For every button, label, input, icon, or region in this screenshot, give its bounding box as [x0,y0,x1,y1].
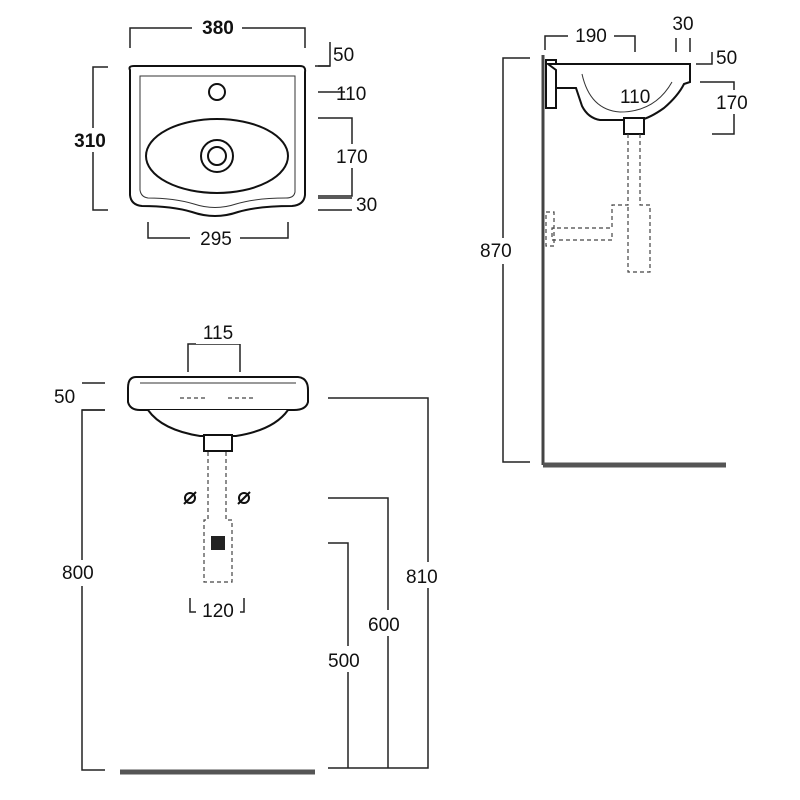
trap-wall-connector [545,211,555,247]
dim-projection: 190 [575,26,607,47]
dim-trap-width: 120 [202,601,234,622]
waste-outlet-front [203,434,233,452]
label-bg [334,144,376,168]
dim-tap-offset: 50 [333,45,354,66]
dim-line-500 [328,542,349,768]
label-bg [196,598,240,622]
dim-height-to-rim: 870 [480,241,512,262]
basin-front-bowl [147,409,289,437]
dim-bowl-offset: 110 [620,87,650,108]
dim-rim-height-side: 50 [716,48,737,69]
dim-rim-height-front: 50 [54,387,75,408]
supply-valve-left [183,491,197,505]
label-bg [60,560,106,586]
waste-outlet-side [623,117,645,135]
basin-front-rim [127,376,309,411]
label-bg [366,610,410,636]
dim-waste-width: 115 [203,323,233,344]
drain-outer [200,139,234,173]
label-bg [196,320,242,344]
dim-bowl-width: 295 [200,229,232,250]
label-bg [326,646,370,672]
label-bg [192,14,242,40]
supply-valve-right [237,491,251,505]
dim-line-50 [315,42,331,67]
dim-line-800 [81,409,105,771]
label-bg [72,128,112,152]
trap-front-dashed [203,452,233,583]
label-bg [190,226,240,250]
tap-hole [208,83,226,101]
dim-back-to-bowl: 110 [336,84,366,105]
dim-rim-floor-height: 810 [406,567,438,588]
dim-line-30-side [675,38,691,52]
label-bg [404,562,448,588]
dim-rim-lip: 30 [672,14,693,35]
dim-bowl-height: 170 [716,93,748,114]
front-view: 115 120 50 800 500 [54,320,448,775]
dim-line-110 [318,65,345,93]
label-bg [568,22,614,48]
dim-supply-height: 600 [368,615,400,636]
dim-line-30 [318,197,352,211]
dim-width: 380 [202,18,234,39]
bowl-profile-inner [581,73,673,113]
dim-line-115 [187,343,241,372]
dim-line-50-side [696,52,713,65]
dim-depth: 310 [74,131,106,152]
dim-front-lip: 30 [356,195,377,216]
dim-waste-height: 500 [328,651,360,672]
label-bg [714,90,756,114]
dim-line-600 [328,497,389,768]
basin-inner-rim [139,75,296,208]
drain-inner [207,146,227,166]
top-view: 380 310 295 50 110 170 30 [72,14,377,250]
trap-nut [211,536,225,550]
side-view: 870 190 30 50 110 170 [478,14,756,468]
dim-line-50-front [82,382,105,411]
trap-side-dashed [551,134,651,273]
dim-floor-to-top: 800 [62,563,94,584]
dim-bowl-depth: 170 [336,147,368,168]
label-bg [478,238,524,264]
